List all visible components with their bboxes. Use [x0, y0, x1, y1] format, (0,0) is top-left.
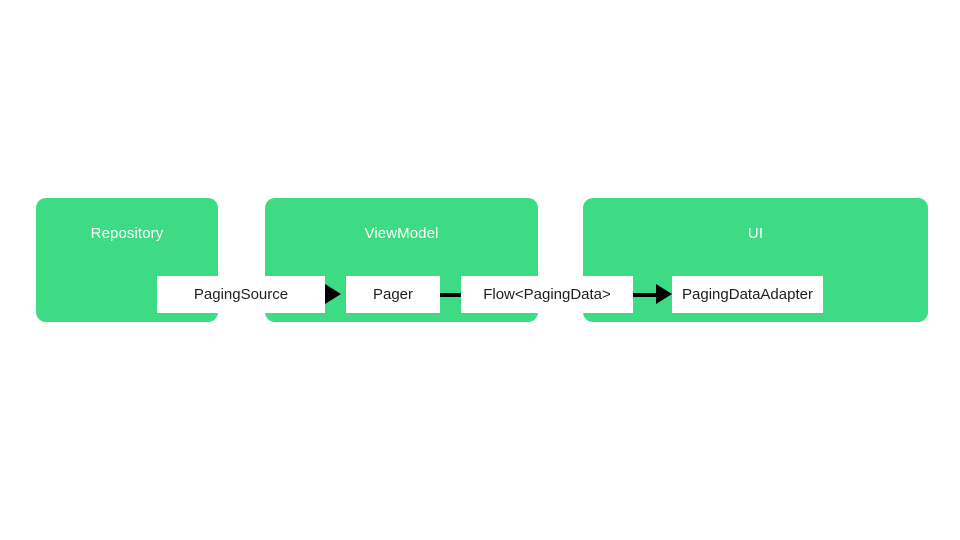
connector-line [440, 293, 461, 297]
component-paging-data-adapter[interactable]: PagingDataAdapter [672, 276, 823, 313]
component-flow-paging-data[interactable]: Flow<PagingData> [461, 276, 633, 313]
arrowhead-icon [656, 284, 672, 304]
group-title-ui: UI [747, 225, 764, 242]
connector-line [633, 293, 661, 297]
component-paging-source[interactable]: PagingSource [157, 276, 325, 313]
group-title-viewmodel: ViewModel [364, 225, 439, 242]
group-box-repository[interactable]: Repository [36, 198, 218, 322]
component-pager[interactable]: Pager [346, 276, 440, 313]
arrowhead-icon [325, 284, 341, 304]
group-title-repository: Repository [90, 225, 164, 242]
